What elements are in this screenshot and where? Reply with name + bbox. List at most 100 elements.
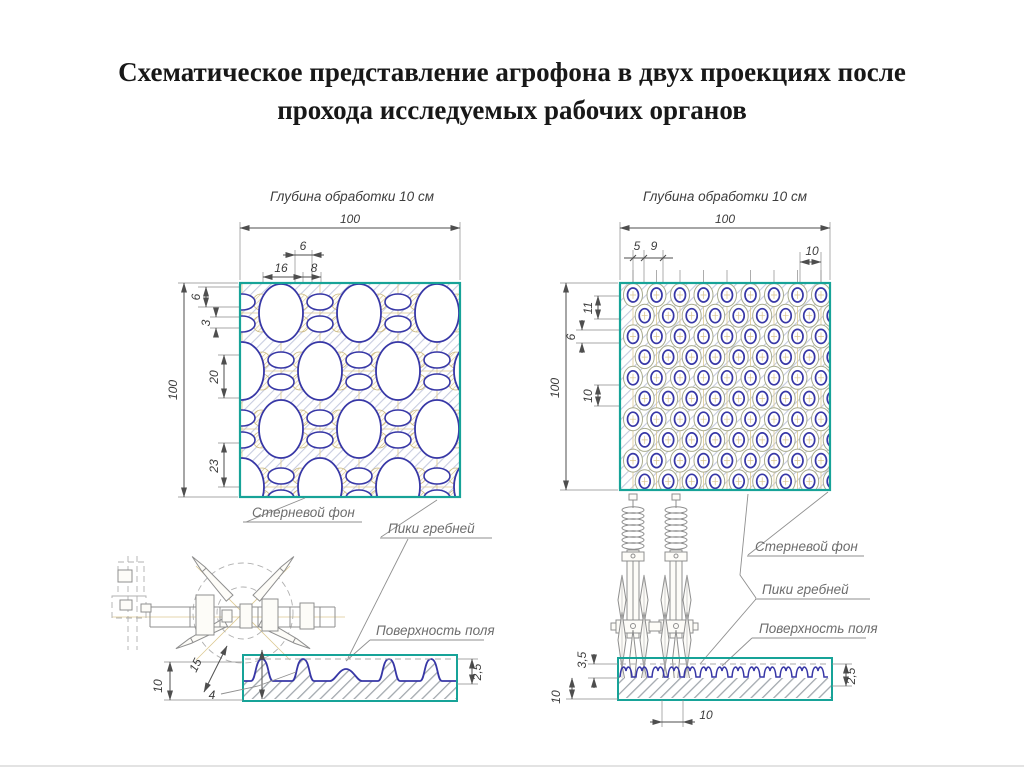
big-ellipse bbox=[297, 457, 343, 497]
left-implement bbox=[111, 556, 345, 664]
right-column-ticks bbox=[632, 270, 822, 282]
left-cross-section: 10 15 4 2,5 bbox=[151, 645, 484, 702]
ring-outer bbox=[822, 304, 830, 328]
big-ellipse bbox=[297, 341, 343, 401]
small-ellipse bbox=[306, 431, 334, 449]
left-dim-8: 8 bbox=[311, 261, 318, 275]
small-ellipse bbox=[240, 293, 256, 311]
right-surface-wave bbox=[619, 666, 828, 678]
right-label-stubble: Стерневой фон bbox=[755, 539, 858, 554]
slide-title-line1: Схематическое представление агрофона в д… bbox=[118, 57, 906, 87]
left-dim-100-top: 100 bbox=[340, 212, 360, 226]
right-dim-10-top: 10 bbox=[805, 244, 819, 258]
left-label-peaks: Пики гребней bbox=[388, 521, 475, 536]
slide-title: Схематическое представление агрофона в д… bbox=[0, 54, 1024, 130]
small-ellipse bbox=[423, 489, 451, 497]
right-dim-9: 9 bbox=[651, 239, 658, 253]
small-ellipse bbox=[345, 351, 373, 369]
small-ellipse bbox=[267, 351, 295, 369]
small-ellipse bbox=[463, 294, 489, 310]
left-surface-wave bbox=[243, 658, 457, 682]
rotor-spike bbox=[252, 556, 295, 602]
right-dim-100-side: 100 bbox=[548, 378, 562, 398]
big-ellipse bbox=[453, 349, 460, 393]
right-dim-11: 11 bbox=[581, 302, 595, 314]
big-ellipse bbox=[258, 283, 304, 343]
ring-inner bbox=[826, 349, 830, 365]
right-dim-tine-spacing: 10 bbox=[699, 708, 713, 722]
right-plot-pattern bbox=[623, 283, 830, 490]
right-caption: Глубина обработки 10 см bbox=[643, 189, 807, 204]
small-ellipse bbox=[345, 373, 373, 391]
right-dim-ridge: 3,5 bbox=[575, 651, 589, 668]
right-cross-section: 3,5 10 10 2,5 bbox=[549, 651, 858, 727]
ring-inner bbox=[826, 432, 830, 448]
right-plot-border bbox=[618, 281, 832, 492]
ring-outer bbox=[822, 345, 830, 369]
right-dim-edge-depth: 2,5 bbox=[844, 667, 858, 685]
ring-inner bbox=[826, 391, 830, 406]
right-dim-6: 6 bbox=[564, 333, 578, 340]
clod-circle bbox=[487, 316, 503, 332]
left-caption: Глубина обработки 10 см bbox=[270, 189, 434, 204]
big-ellipse bbox=[336, 283, 382, 343]
left-dim-row-20: 20 bbox=[207, 370, 221, 385]
big-ellipse bbox=[375, 341, 421, 401]
big-ellipse bbox=[414, 399, 460, 459]
big-ellipse bbox=[240, 341, 265, 401]
left-plot-pattern bbox=[215, 283, 503, 497]
big-ellipse bbox=[375, 457, 421, 497]
small-ellipse bbox=[423, 467, 451, 485]
left-dim-6-top: 6 bbox=[300, 239, 307, 253]
left-callouts: Стерневой фон Пики гребней Поверхность п… bbox=[243, 497, 495, 662]
big-ellipse bbox=[453, 465, 460, 497]
left-dim-row-23: 23 bbox=[207, 459, 221, 474]
clod-circle bbox=[215, 316, 231, 332]
ring-inner bbox=[826, 308, 830, 323]
frame-connector bbox=[648, 621, 662, 632]
ring-outer bbox=[822, 428, 830, 452]
small-ellipse bbox=[423, 373, 451, 391]
ring-inner bbox=[826, 474, 830, 489]
right-plot bbox=[618, 281, 832, 492]
big-ellipse bbox=[414, 283, 460, 343]
left-dim-100-side: 100 bbox=[166, 380, 180, 400]
right-soil bbox=[618, 678, 832, 698]
small-ellipse bbox=[240, 409, 256, 427]
small-ellipse bbox=[463, 316, 489, 332]
left-dim-row-6: 6 bbox=[189, 293, 203, 300]
right-top-dimensions: 100 5 9 10 bbox=[619, 212, 831, 283]
right-callouts: Стерневой фон Пики гребней Поверхность п… bbox=[699, 491, 878, 667]
left-dim-row-3: 3 bbox=[199, 319, 213, 326]
rotor-pitch-circle bbox=[192, 562, 294, 664]
small-ellipse bbox=[267, 373, 295, 391]
clod-circle bbox=[215, 294, 231, 310]
clod-circle bbox=[215, 410, 231, 426]
left-dim-ridge: 15 bbox=[186, 656, 205, 675]
small-ellipse bbox=[463, 432, 489, 448]
right-dim-5: 5 bbox=[634, 239, 641, 253]
right-label-surface: Поверхность поля bbox=[759, 621, 878, 636]
clod-circle bbox=[487, 294, 503, 310]
small-ellipse bbox=[384, 293, 412, 311]
right-label-peaks: Пики гребней bbox=[762, 582, 849, 597]
small-ellipse bbox=[267, 467, 295, 485]
small-ellipse bbox=[345, 467, 373, 485]
right-section-border bbox=[617, 657, 833, 701]
big-ellipse bbox=[240, 457, 265, 497]
left-dim-edge-depth: 2,5 bbox=[470, 663, 484, 681]
small-ellipse bbox=[240, 315, 256, 333]
left-plot bbox=[215, 281, 503, 499]
right-implement bbox=[610, 493, 699, 698]
small-ellipse bbox=[306, 409, 334, 427]
left-side-dimensions: 100 6 3 20 23 bbox=[166, 282, 240, 498]
clod-circle bbox=[487, 432, 503, 448]
small-ellipse bbox=[345, 489, 373, 497]
small-ellipse bbox=[240, 431, 256, 449]
left-label-stubble: Стерневой фон bbox=[252, 505, 355, 520]
right-side-dimensions: 100 11 6 10 bbox=[548, 282, 620, 491]
slide-title-line2: прохода исследуемых рабочих органов bbox=[277, 94, 747, 125]
left-label-surface: Поверхность поля bbox=[376, 623, 495, 638]
